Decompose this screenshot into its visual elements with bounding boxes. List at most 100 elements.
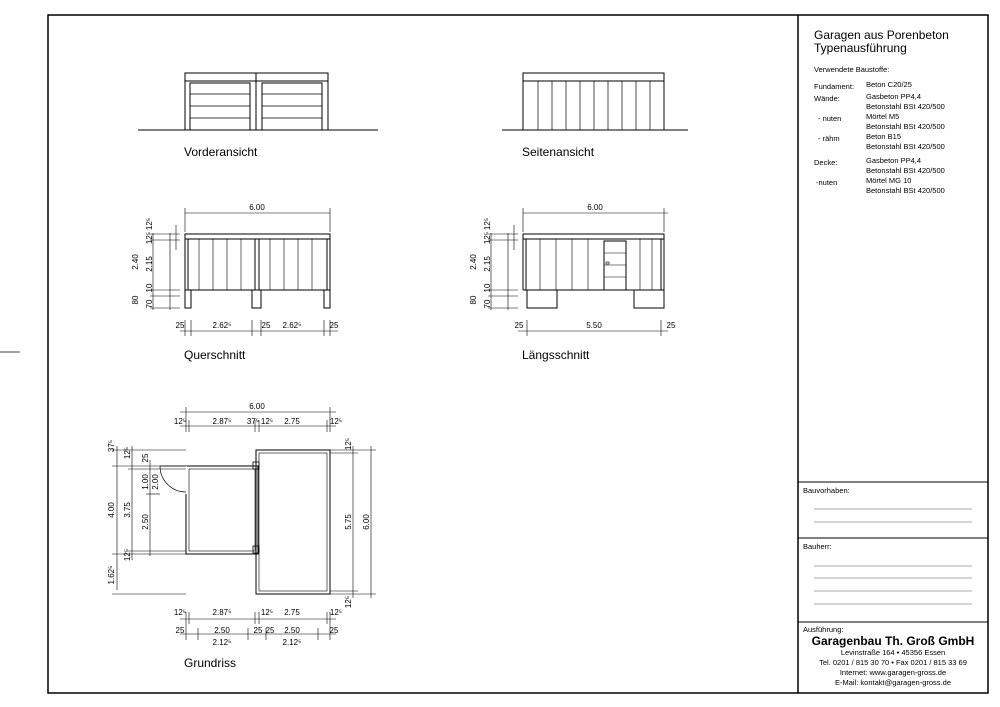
company-email: E-Mail: kontakt@garagen-gross.de	[834, 678, 951, 687]
dim-cross-b4: 2.62⁵	[283, 321, 302, 330]
material-value: Gasbeton PP4,4	[866, 92, 922, 101]
dim-plan-t4: 12⁵	[261, 417, 273, 426]
dim-long-b3: 25	[667, 321, 676, 330]
material-value: Betonstahl BSt 420/500	[866, 186, 945, 195]
dim-long-found-a: 80	[469, 295, 478, 304]
dim-plan-bb5: 2.50	[284, 626, 300, 635]
material-key: Wände:	[814, 94, 840, 103]
dim-plan-l10: 1.62⁵	[107, 566, 116, 585]
dim-plan-l6: 4.00	[107, 502, 116, 518]
dim-plan-t3: 37⁵	[247, 417, 259, 426]
dim-long-height: 2.40	[469, 254, 478, 270]
sheet-border	[47, 14, 989, 694]
company-name: Garagenbau Th. Groß GmbH	[811, 634, 975, 648]
view-label-plan: Grundriss	[184, 656, 237, 670]
material-key: - nuten	[818, 114, 842, 123]
dim-plan-l7: 3.75	[123, 502, 132, 518]
side-view	[502, 72, 688, 131]
dim-plan-bc1: 2.12⁵	[213, 638, 232, 647]
material-value: Mörtel MG 10	[866, 176, 912, 185]
dim-cross-total: 6.00	[249, 203, 265, 212]
dim-plan-l8: 2.50	[141, 514, 150, 530]
material-value: Gasbeton PP4,4	[866, 156, 922, 165]
company-internet: Internet: www.garagen-gross.de	[839, 668, 947, 677]
front-view	[138, 72, 378, 131]
dim-plan-bb6: 25	[330, 626, 339, 635]
dim-plan-bot5: 12⁵	[330, 608, 342, 617]
dim-cross-found-b: 70	[145, 299, 154, 308]
field-label-bauvorhaben: Bauvorhaben:	[803, 486, 850, 495]
material-value: Betonstahl BSt 420/500	[866, 102, 945, 111]
view-label-cross: Querschnitt	[184, 348, 246, 362]
view-label-long: Längsschnitt	[522, 348, 590, 362]
materials-heading: Verwendete Baustoffe:	[814, 65, 890, 74]
dim-plan-l9: 12⁵	[123, 549, 132, 561]
cross-section	[150, 208, 338, 336]
material-key: - rähm	[818, 134, 840, 143]
dim-plan-bb3: 25	[254, 626, 263, 635]
dim-long-total: 6.00	[587, 203, 603, 212]
dim-plan-bot1: 12⁵	[174, 608, 186, 617]
dim-long-found-b: 70	[483, 299, 492, 308]
dim-plan-r2: 5.75	[344, 514, 353, 530]
dim-plan-t1: 12⁵	[174, 417, 186, 426]
drawing-subtitle: Typenausführung	[814, 41, 907, 55]
dim-cross-roof: 12⁵	[145, 232, 154, 244]
company-block: Garagenbau Th. Groß GmbH Levinstraße 164…	[798, 634, 988, 688]
dim-plan-r3: 6.00	[362, 514, 371, 530]
material-value: Beton C20/25	[866, 80, 912, 89]
dim-cross-b5: 25	[330, 321, 339, 330]
dim-plan-t6: 12⁵	[330, 417, 342, 426]
dim-plan-total: 6.00	[249, 402, 265, 411]
material-value: Betonstahl BSt 420/500	[866, 122, 945, 131]
dim-plan-bc2: 2.12⁵	[283, 638, 302, 647]
view-label-side: Seitenansicht	[522, 145, 595, 159]
field-label-ausfuehrung: Ausführung:	[803, 625, 844, 634]
dim-long-wall: 2.15	[483, 256, 492, 272]
dim-cross-b1: 25	[176, 321, 185, 330]
long-section	[488, 208, 668, 336]
dim-cross-found-a: 80	[131, 295, 140, 304]
dim-plan-l3: 25	[141, 453, 150, 462]
dim-long-found-c: 10	[483, 283, 492, 292]
dim-long-b2: 5.50	[586, 321, 602, 330]
dim-plan-l4: 1.00	[141, 474, 150, 490]
dim-plan-bot4: 2.75	[284, 608, 300, 617]
dim-plan-bb2: 2.50	[214, 626, 230, 635]
dim-long-roof: 12⁵	[483, 232, 492, 244]
dim-plan-bb4: 25	[266, 626, 275, 635]
material-value: Mörtel M5	[866, 112, 900, 121]
view-label-front: Vorderansicht	[184, 145, 258, 159]
dim-plan-t5: 2.75	[284, 417, 300, 426]
dim-cross-wall: 2.15	[145, 256, 154, 272]
dim-plan-bot2: 2.87⁵	[213, 608, 232, 617]
dim-cross-b2: 2.62⁵	[213, 321, 232, 330]
dim-long-b1: 25	[515, 321, 524, 330]
dim-plan-l5: 2.00	[151, 474, 160, 490]
dim-plan-bot3: 12⁵	[261, 608, 273, 617]
dim-plan-l1: 37⁵	[107, 440, 116, 452]
drawing-title: Garagen aus Porenbeton	[814, 28, 949, 42]
dim-cross-b3: 25	[262, 321, 271, 330]
material-key: Decke:	[814, 158, 838, 167]
material-value: Betonstahl BSt 420/500	[866, 166, 945, 175]
dim-plan-l2: 12⁵	[123, 447, 132, 459]
company-address: Levinstraße 164 • 45356 Essen	[840, 648, 946, 657]
dim-long-roof-top: 12⁵	[483, 218, 492, 230]
dim-plan-bb1: 25	[176, 626, 185, 635]
material-key: -nuten	[816, 178, 838, 187]
field-label-bauherr: Bauherr:	[803, 542, 832, 551]
dim-plan-t2: 2.87⁵	[213, 417, 232, 426]
material-key: Fundament:	[814, 82, 855, 91]
dim-cross-roof-top: 12⁵	[145, 218, 154, 230]
dim-plan-r4: 12⁵	[344, 596, 353, 608]
floor-plan	[112, 407, 376, 640]
dim-cross-found-c: 10	[145, 283, 154, 292]
material-value: Beton B15	[866, 132, 902, 141]
dim-plan-r1: 12⁵	[344, 438, 353, 450]
dim-cross-height: 2.40	[131, 254, 140, 270]
company-phone: Tel. 0201 / 815 30 70 • Fax 0201 / 815 3…	[819, 658, 967, 667]
material-value: Betonstahl BSt 420/500	[866, 142, 945, 151]
